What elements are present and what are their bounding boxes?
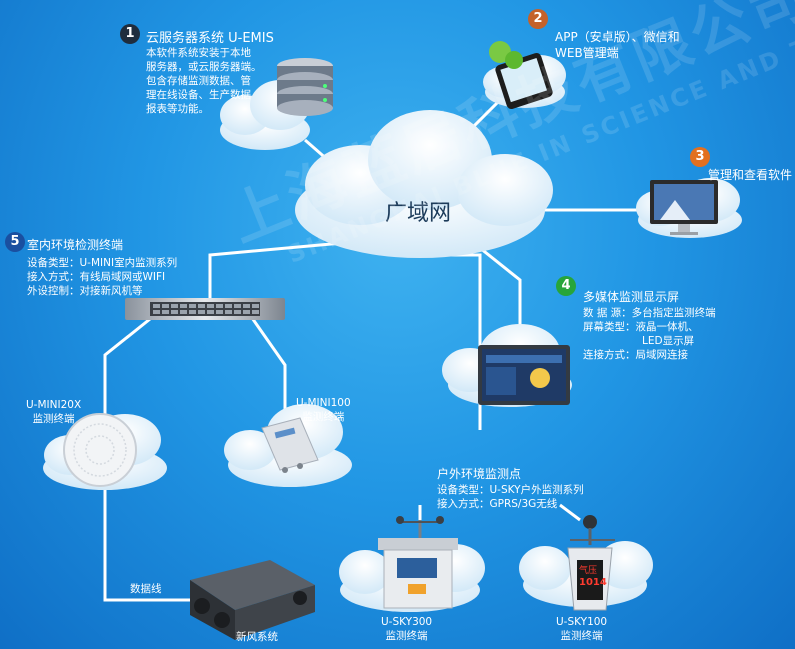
app-phone-icon (483, 41, 566, 109)
umini100-label: U-MINI100 监测终端 (296, 397, 351, 423)
node-2-title: APP（安卓版）、微信和 (555, 30, 680, 44)
link-cloud-display (469, 238, 522, 330)
data-line-label: 数据线 (130, 583, 162, 595)
link-switch-umini100 (248, 314, 287, 410)
node-3-title: 管理和查看软件 (708, 168, 793, 182)
node-4-description: 数 据 源：多台指定监测终端 屏幕类型：液晶一体机、 LED显示屏 连接方式：局… (583, 307, 716, 361)
fresh-air-unit-icon (190, 560, 315, 640)
node-1-description: 本软件系统安装于本地 服务器，或云服务器端。 包含存储监测数据、管 理在线设备、… (146, 47, 262, 115)
badge-1: 1 (120, 24, 140, 44)
wan-cloud (295, 110, 553, 258)
umini20x-device-icon (43, 413, 167, 490)
network-switch-icon (125, 298, 285, 320)
badge-2: 2 (528, 9, 548, 29)
node-5-description: 设备类型：U-MINI室内监测系列 接入方式：有线局域网或WIFI 外设控制：对… (27, 257, 178, 297)
node-2-subtitle: WEB管理端 (555, 46, 619, 60)
link-cloud-switch (208, 238, 376, 300)
usky300-label: U-SKY300 监测终端 (381, 616, 433, 642)
usky100-label: U-SKY100 监测终端 (556, 616, 608, 642)
usky100-screen-value: 1014 (579, 577, 607, 588)
umini20x-label: U-MINI20X 监测终端 (26, 399, 82, 425)
usky300-station-icon (339, 516, 485, 612)
node-1-title: 云服务器系统 U-EMIS (146, 31, 274, 46)
node-4-title: 多媒体监测显示屏 (583, 290, 680, 304)
fresh-air-label: 新风系统 (236, 631, 278, 643)
link-outdoor-usky100 (559, 503, 581, 522)
node-5-title: 室内环境检测终端 (27, 238, 124, 252)
badge-5: 5 (5, 232, 25, 252)
badge-3: 3 (690, 147, 710, 167)
badge-4: 4 (556, 276, 576, 296)
desktop-monitor-icon (636, 178, 742, 238)
usky100-station-icon (519, 515, 653, 611)
wan-label: 广域网 (385, 201, 452, 226)
outdoor-title: 户外环境监测点 (437, 467, 522, 481)
outdoor-description: 设备类型：U-SKY户外监测系列 接入方式：GPRS/3G无线 (437, 484, 584, 510)
multimedia-display-icon (442, 324, 572, 407)
usky100-screen-label: 气压 (579, 566, 598, 576)
umini100-device-icon (224, 404, 352, 487)
cloud-server-icon (220, 58, 333, 150)
